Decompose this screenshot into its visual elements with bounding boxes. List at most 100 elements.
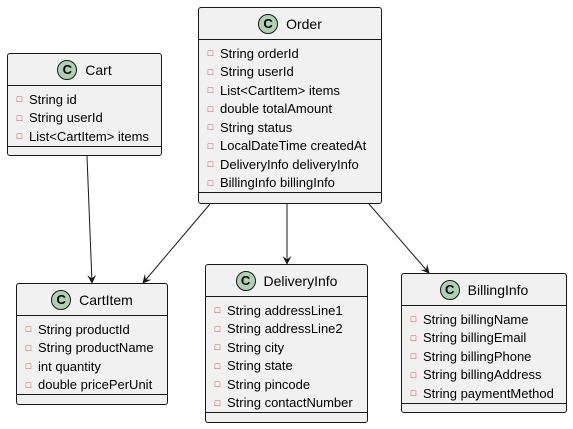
methods-separator: [402, 402, 566, 412]
field-text: String userId: [220, 64, 294, 80]
field-item: □ String userId: [199, 63, 381, 82]
class-billinginfo[interactable]: C BillingInfo □ String billingName □ Strin…: [401, 273, 567, 413]
private-icon: □: [25, 324, 32, 335]
private-icon: □: [207, 140, 214, 151]
field-list: □String productId □String productName □i…: [17, 316, 167, 394]
field-item: □ double totalAmount: [199, 100, 381, 119]
field-text: String pincode: [227, 376, 311, 392]
methods-separator: [199, 192, 381, 201]
field-text: String contactNumber: [227, 395, 353, 411]
field-item: □ String userId: [8, 109, 161, 128]
class-order[interactable]: C Order □ String orderId □ String userId □…: [198, 7, 382, 204]
field-text: DeliveryInfo deliveryInfo: [220, 156, 359, 172]
field-text: BillingInfo billingInfo: [220, 175, 335, 191]
field-text: String addressLine1: [227, 302, 343, 318]
class-cartitem[interactable]: C CartItem □String productId □String pro…: [16, 283, 168, 405]
field-list: □ String orderId □ String userId □List<Car…: [199, 40, 381, 192]
private-icon: □: [25, 361, 32, 372]
class-name: Order: [286, 15, 322, 32]
private-icon: □: [16, 112, 23, 123]
arrow-cart-to-cartitem: [86, 155, 97, 284]
field-text: LocalDateTime createdAt: [220, 138, 367, 154]
field-item: □ String billingEmail: [402, 329, 566, 348]
field-item: □ BillingInfo billingInfo: [199, 174, 381, 193]
field-item: □ String addressLine2: [206, 320, 367, 339]
field-item: □ List<CartItem> items: [8, 127, 161, 146]
field-text: String orderId: [220, 45, 299, 61]
field-text: int quantity: [38, 358, 101, 374]
field-item: □ DeliveryInfo deliveryInfo: [199, 155, 381, 174]
private-icon: □: [214, 305, 221, 316]
field-text: String billingEmail: [423, 330, 527, 346]
field-text: String city: [227, 339, 285, 355]
field-item: □ String addressLine1: [206, 301, 367, 320]
private-icon: □: [410, 332, 417, 343]
private-icon: □: [207, 103, 214, 114]
class-header: C Cart: [8, 54, 161, 86]
private-icon: □: [214, 323, 221, 334]
field-item: □ LocalDateTime createdAt: [199, 137, 381, 156]
field-item: □List<CartItem> items: [199, 81, 381, 100]
field-item: □ String paymentMethod: [402, 384, 566, 403]
private-icon: □: [207, 66, 214, 77]
class-header: C Order: [199, 8, 381, 40]
field-item: □String id: [8, 90, 161, 109]
class-cart[interactable]: C Cart □String id □ String userId □ List<C…: [7, 53, 162, 156]
field-list: □ String addressLine1 □ String addressLine…: [206, 297, 367, 412]
arrow-order-to-cartitem: [142, 203, 211, 284]
field-text: String id: [29, 91, 77, 107]
field-list: □ String billingName □ String billingEmail…: [402, 306, 566, 403]
field-item: □ String billingPhone: [402, 347, 566, 366]
class-header: C BillingInfo: [402, 274, 566, 306]
methods-separator: [8, 145, 161, 155]
private-icon: □: [207, 122, 214, 133]
private-icon: □: [16, 131, 23, 142]
field-text: String productName: [38, 340, 154, 356]
field-item: □ String productId: [17, 320, 167, 339]
class-icon: C: [235, 270, 256, 291]
field-item: □ String billingName: [402, 310, 566, 329]
private-icon: □: [410, 388, 417, 399]
field-item: □ int quantity: [17, 357, 167, 376]
private-icon: □: [410, 369, 417, 380]
field-item: □ String contactNumber: [206, 394, 367, 413]
private-icon: □: [214, 379, 221, 390]
field-item: □ double pricePerUnit: [17, 376, 167, 395]
class-icon: C: [439, 279, 460, 300]
field-text: String billingName: [423, 311, 529, 327]
private-icon: □: [410, 314, 417, 325]
private-icon: □: [207, 85, 214, 96]
field-item: □String state: [206, 357, 367, 376]
field-item: □String productName: [17, 339, 167, 358]
field-text: double totalAmount: [220, 101, 333, 117]
field-item: □ String status: [199, 118, 381, 137]
field-text: String state: [227, 358, 293, 374]
field-item: □ String orderId: [199, 44, 381, 63]
field-text: String productId: [38, 321, 130, 337]
class-name: Cart: [85, 61, 112, 78]
class-deliveryinfo[interactable]: C DeliveryInfo □String addressLine1 □Str…: [205, 264, 368, 423]
field-item: □ String city: [206, 338, 367, 357]
methods-separator: [206, 412, 367, 421]
field-text: String userId: [29, 110, 103, 126]
field-text: String paymentMethod: [423, 385, 554, 401]
private-icon: □: [207, 48, 214, 59]
private-icon: □: [207, 177, 214, 188]
private-icon: □: [207, 159, 214, 170]
private-icon: □: [410, 351, 417, 362]
private-icon: □: [214, 397, 221, 408]
private-icon: □: [25, 379, 32, 390]
field-text: String addressLine2: [227, 321, 343, 337]
field-text: double pricePerUnit: [38, 377, 153, 393]
class-icon: C: [51, 289, 72, 310]
field-text: String status: [220, 119, 293, 135]
class-icon: C: [258, 13, 279, 34]
field-text: String billingPhone: [423, 348, 532, 364]
field-text: List<CartItem> items: [29, 128, 149, 144]
field-item: □ String pincode: [206, 375, 367, 394]
field-item: □ String billingAddress: [402, 366, 566, 385]
private-icon: □: [214, 342, 221, 353]
field-list: □String id □ String userId □ List<CartItem…: [8, 86, 161, 146]
field-text: String billingAddress: [423, 367, 542, 383]
